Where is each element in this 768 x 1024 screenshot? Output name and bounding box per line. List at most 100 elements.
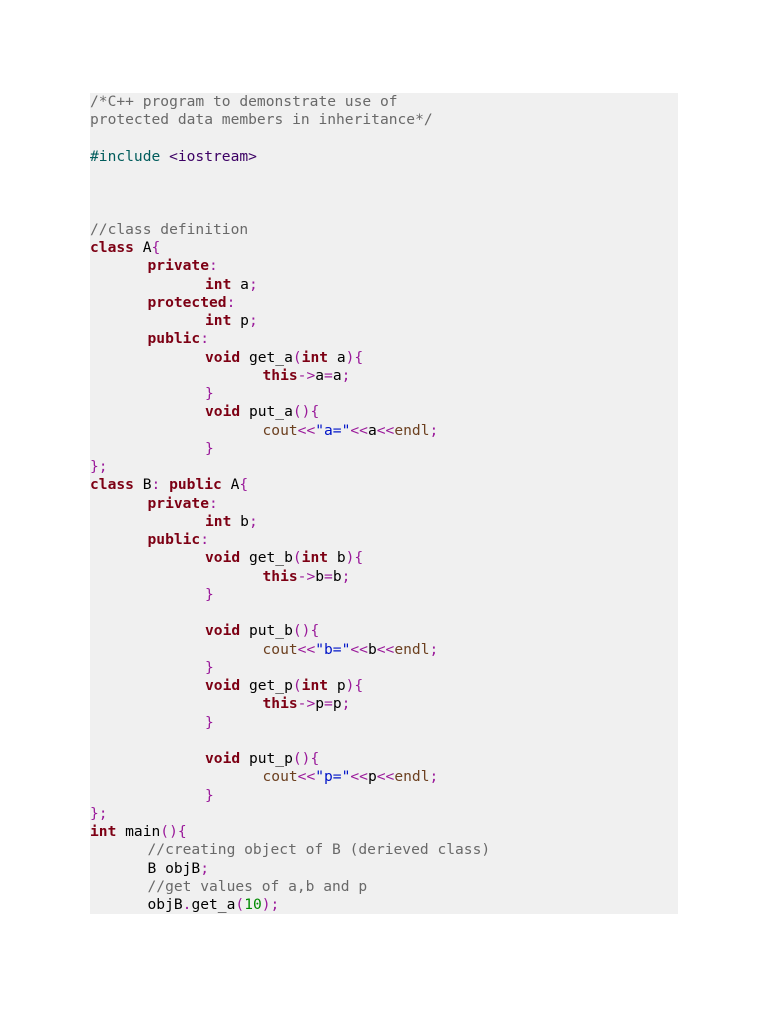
code-token-punct: ){: [345, 677, 364, 694]
code-token-keyword: int: [205, 512, 232, 530]
code-token-keyword: private: [147, 257, 210, 275]
code-line: class B: public A{: [90, 476, 678, 494]
code-line: this->p=p;: [90, 695, 678, 713]
code-token-punct: <<: [350, 640, 368, 658]
code-line: void get_b(int b){: [90, 549, 678, 567]
code-token-punct: ;: [341, 695, 351, 713]
code-token-punct: (){: [292, 622, 320, 640]
code-token-string: "a=": [315, 421, 351, 439]
code-token-comment: protected data members in inheritance*/: [90, 111, 433, 129]
code-token-punct: ;: [341, 366, 351, 384]
code-token-punct: (){: [292, 750, 320, 767]
code-token-punct: ){: [345, 549, 364, 567]
code-token-comment: /*C++ program to demonstrate use of: [90, 93, 398, 110]
code-token-punct: (: [292, 549, 302, 567]
code-token-keyword: public: [169, 476, 222, 494]
code-token-punct: <<: [350, 768, 368, 786]
code-line: }: [90, 586, 678, 604]
code-token-keyword: void: [205, 348, 241, 366]
code-line: private:: [90, 495, 678, 513]
code-token-keyword: void: [205, 549, 241, 567]
code-token-keyword: this: [262, 695, 298, 713]
code-token-keyword: protected: [147, 293, 227, 311]
code-token-plain: main: [116, 823, 161, 840]
code-token-punct: ;: [248, 312, 258, 329]
code-line: [90, 203, 678, 221]
code-token-plain: p: [328, 677, 346, 694]
code-line: //get values of a,b and p: [90, 878, 678, 896]
code-token-punct: .: [182, 896, 192, 913]
code-token-punct: (: [235, 896, 245, 913]
code-token-punct: =: [324, 366, 333, 384]
code-line: };: [90, 805, 678, 823]
code-line: }: [90, 385, 678, 403]
code-token-plain: a: [328, 348, 346, 366]
code-token-punct: {: [239, 476, 249, 494]
code-token-punct: <<: [297, 640, 316, 658]
code-token-punct: (: [292, 348, 302, 366]
code-line: [90, 604, 678, 622]
code-line: B objB;: [90, 860, 678, 878]
code-token-plain: get_a: [240, 348, 293, 366]
code-line: }: [90, 787, 678, 805]
code-token-keyword: void: [205, 622, 241, 640]
code-line: [90, 732, 678, 750]
code-token-plain: b: [328, 549, 346, 567]
code-token-plain: get_p: [240, 677, 293, 694]
code-token-punct: }: [205, 713, 214, 731]
code-line: //class definition: [90, 221, 678, 239]
code-token-plain: objB: [147, 896, 183, 913]
code-token-punct: ;: [429, 768, 439, 786]
code-line: int a;: [90, 276, 678, 294]
code-token-punct: ){: [345, 348, 364, 366]
code-token-punct: =: [324, 695, 333, 713]
code-token-punct: <<: [376, 768, 395, 786]
code-token-punct: };: [90, 458, 108, 475]
code-token-keyword: private: [147, 494, 210, 512]
code-token-keyword: class: [90, 476, 134, 494]
code-token-punct: ;: [429, 640, 439, 658]
code-token-punct: =: [324, 567, 333, 585]
code-token-keyword: public: [147, 531, 201, 548]
code-line: private:: [90, 257, 678, 275]
code-token-keyword: void: [205, 677, 241, 694]
code-token-punct: ;: [429, 421, 439, 439]
code-token-punct: }: [205, 585, 214, 603]
code-line: int b;: [90, 513, 678, 531]
code-token-punct: :: [209, 494, 218, 512]
code-token-plain: put_a: [240, 403, 293, 421]
code-line: void put_b(){: [90, 622, 678, 640]
code-token-punct: };: [90, 804, 108, 822]
code-token-punct: :: [200, 531, 210, 548]
code-line: }: [90, 714, 678, 732]
code-token-punct: <<: [297, 421, 316, 439]
code-line: protected:: [90, 294, 678, 312]
code-line: public:: [90, 531, 678, 549]
code-token-plain: b: [332, 567, 342, 585]
code-line: void put_p(){: [90, 750, 678, 768]
code-line: void put_a(){: [90, 403, 678, 421]
code-token-keyword: this: [262, 366, 298, 384]
code-token-punct: ;: [341, 567, 351, 585]
code-token-punct: (: [292, 677, 302, 694]
code-line: int main(){: [90, 823, 678, 841]
code-token-punct: ->: [297, 366, 316, 384]
code-token-punct: );: [261, 896, 280, 913]
code-token-punct: ;: [200, 859, 210, 877]
code-token-keyword: int: [301, 348, 329, 366]
code-token-punct: :: [151, 476, 170, 494]
code-token-keyword: int: [301, 677, 329, 694]
code-line: protected data members in inheritance*/: [90, 111, 678, 129]
code-token-stream: endl: [394, 768, 430, 786]
code-token-keyword: int: [205, 312, 232, 329]
code-token-punct: :: [226, 293, 236, 311]
code-token-keyword: void: [205, 403, 241, 421]
code-token-plain: B objB: [147, 859, 201, 877]
code-line: [90, 184, 678, 202]
code-token-punct: }: [205, 439, 214, 457]
code-token-string: "b=": [315, 640, 351, 658]
code-token-punct: <<: [376, 640, 395, 658]
code-token-plain: b: [367, 640, 377, 658]
code-line: int p;: [90, 312, 678, 330]
